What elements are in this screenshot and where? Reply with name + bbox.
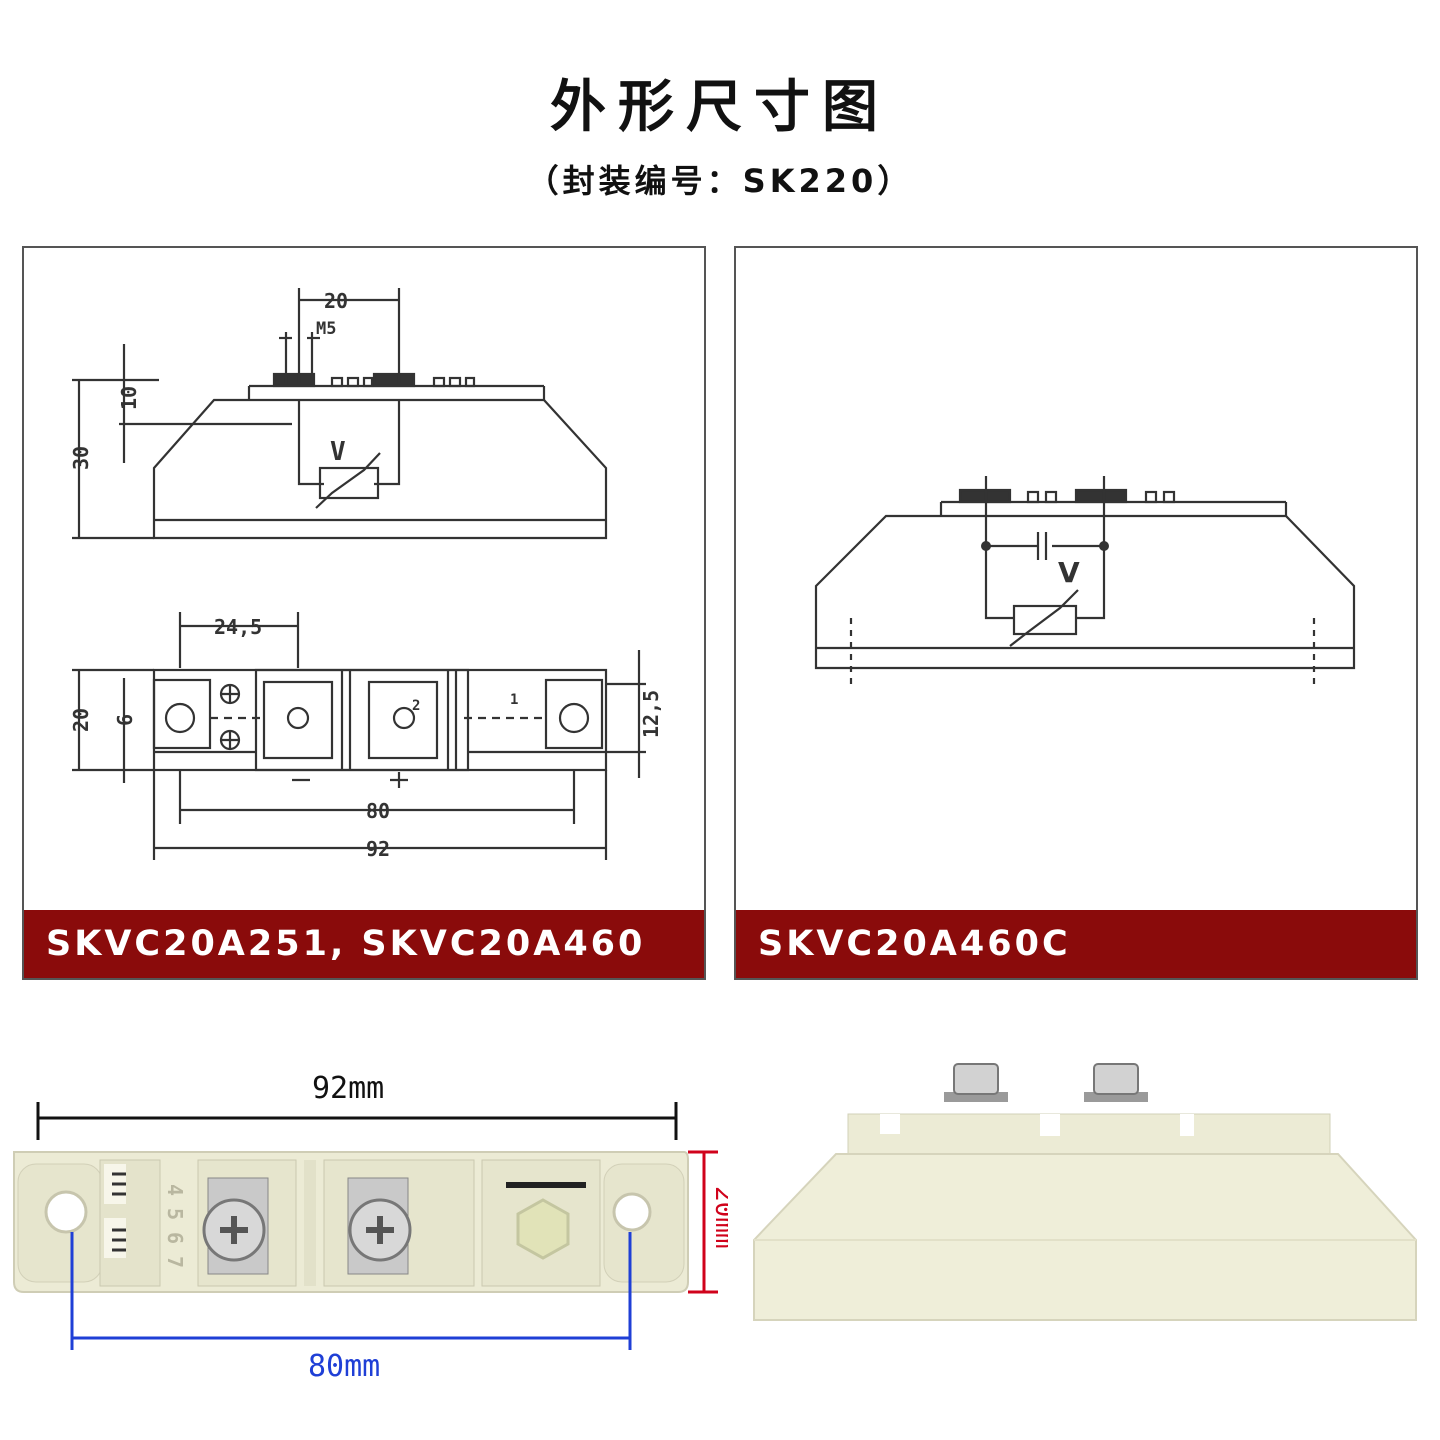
dim-top-20: 20 [324, 289, 348, 313]
package-code: （封装编号：SK220） [526, 162, 914, 200]
photo-top-view: 92mm 4 5 6 7 [8, 1060, 728, 1420]
length-label: 92mm [312, 1071, 384, 1106]
pin-number-5: 5 [163, 1208, 187, 1220]
dimension-drawing-c-variant: V [814, 476, 1356, 684]
mount-hole-left-photo [44, 1190, 88, 1234]
symbol-v-c: V [1058, 556, 1080, 589]
terminal-label-1: 1 [510, 692, 518, 708]
width-label: 20mm [709, 1186, 728, 1249]
dim-length-92: 92 [366, 837, 390, 861]
hole-spacing-label: 80mm [308, 1349, 380, 1384]
dim-height-30: 30 [69, 446, 93, 470]
page-title: 外形尺寸图 [550, 75, 890, 140]
caption-standard: SKVC20A251, SKVC20A460 [24, 910, 704, 978]
dim-height-10: 10 [117, 386, 141, 410]
terminal-label-2: 2 [412, 698, 420, 714]
terminal-1 [262, 680, 334, 760]
terminal-right [372, 372, 416, 388]
dim-width-20: 20 [69, 708, 93, 732]
dim-thread: M5 [316, 319, 336, 339]
mount-hole-right-photo [612, 1192, 652, 1232]
panel-drawing-c-variant: V SKVC20A460C [734, 246, 1418, 980]
nut-right [1093, 1063, 1139, 1095]
side-body-c [814, 514, 1356, 670]
photo-side-view [740, 1050, 1430, 1390]
varistor-symbol [318, 466, 380, 500]
terminal-left [272, 372, 316, 388]
top-body [152, 668, 608, 772]
dimension-drawing-standard: 20 M5 10 30 V 24,5 20 6 12,5 80 92 1 2 [69, 288, 663, 861]
mount-hole-right [558, 702, 590, 734]
pin-number-4: 4 [163, 1184, 187, 1196]
module-body-side [753, 1153, 1417, 1321]
terminal-right-c [1074, 488, 1128, 504]
side-body [152, 398, 608, 540]
pin-number-6: 6 [163, 1232, 187, 1244]
caption-c-variant: SKVC20A460C [736, 910, 1416, 978]
nut-left [953, 1063, 999, 1095]
panel-drawing-standard: 20 M5 10 30 V 24,5 20 6 12,5 80 92 1 2 S… [22, 246, 706, 980]
dim-right: 12,5 [639, 690, 663, 738]
varistor-symbol-c [1012, 604, 1078, 636]
symbol-v: V [330, 437, 346, 467]
mount-hole-left [164, 702, 196, 734]
dim-offset: 24,5 [214, 615, 262, 639]
hex-recess [516, 1198, 570, 1260]
dim-holes-80: 80 [366, 799, 390, 823]
terminal-2 [367, 680, 439, 760]
dim-inner-6: 6 [113, 714, 137, 726]
module-top-ridge [847, 1113, 1331, 1155]
pin-number-7: 7 [163, 1256, 187, 1268]
